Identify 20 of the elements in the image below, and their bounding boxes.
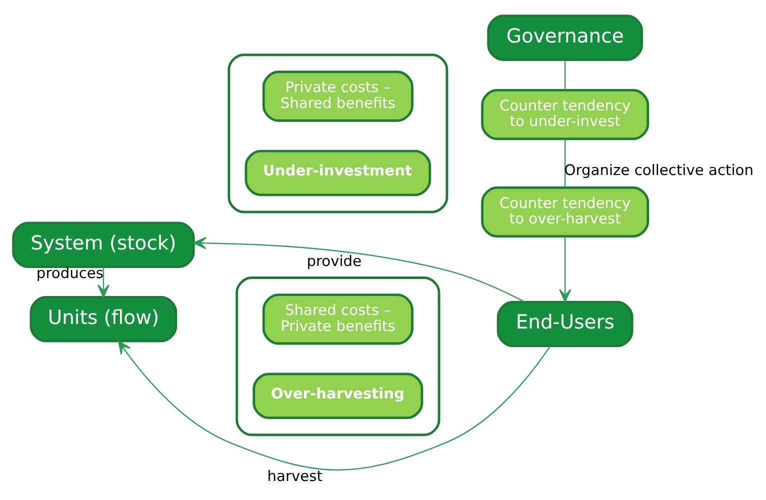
arrow xyxy=(193,236,526,302)
node-box: Units (flow) xyxy=(30,296,178,342)
node-box: Shared costs – Private benefits xyxy=(262,293,414,344)
arrow xyxy=(559,236,572,302)
arrow xyxy=(97,266,110,298)
node-box: Counter tendency to over-harvest xyxy=(481,186,650,238)
cluster xyxy=(228,53,448,213)
connector xyxy=(564,59,566,90)
node-box: Counter tendency to under-invest xyxy=(481,88,650,140)
node-box: System (stock) xyxy=(12,221,195,268)
connector xyxy=(564,138,566,187)
node-box: Under-investment xyxy=(244,149,432,196)
arrow xyxy=(118,340,551,470)
node-box: Over-harvesting xyxy=(252,372,424,419)
edge-label: harvest xyxy=(267,467,322,484)
cluster xyxy=(236,276,440,436)
edge-label: provide xyxy=(306,252,362,270)
node-box: Governance xyxy=(487,14,644,60)
node-box: End-Users xyxy=(496,300,634,347)
node-box: Private costs – Shared benefits xyxy=(262,70,414,122)
